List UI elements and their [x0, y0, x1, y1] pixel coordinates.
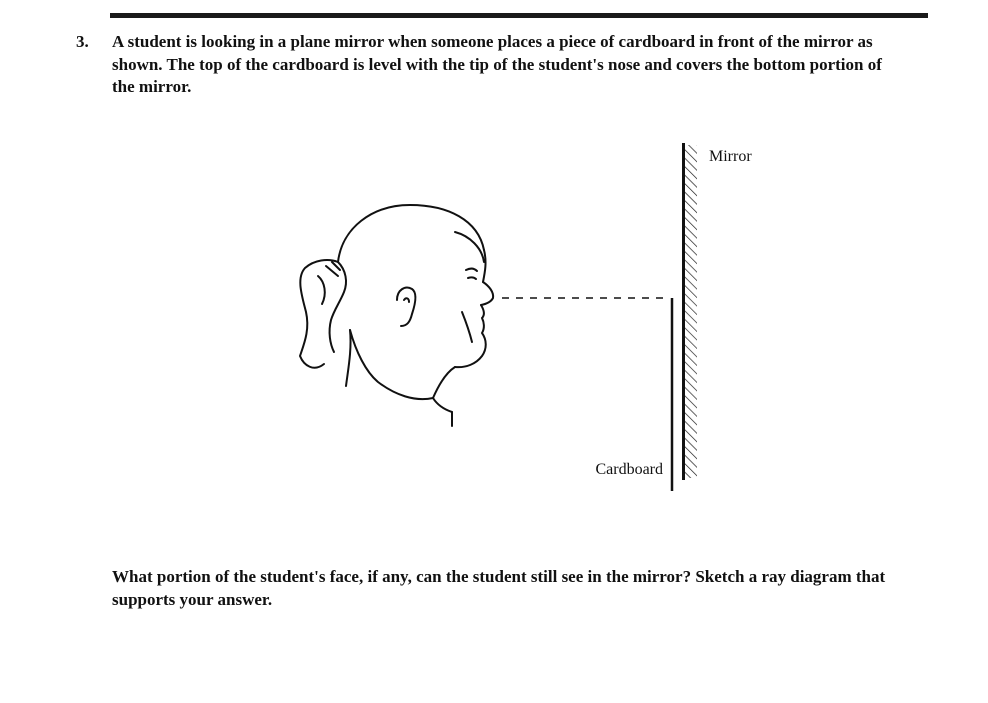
question-text: A student is looking in a plane mirror w…	[112, 32, 882, 96]
mirror-label: Mirror	[709, 148, 752, 165]
cardboard-label: Cardboard	[595, 461, 663, 478]
mirror-hatching	[684, 145, 697, 478]
followup-question: What portion of the student's face, if a…	[112, 567, 886, 609]
mirror	[682, 143, 697, 480]
student-head-icon	[299, 204, 495, 427]
header-rule	[110, 13, 928, 18]
question-number: 3.	[76, 32, 89, 51]
